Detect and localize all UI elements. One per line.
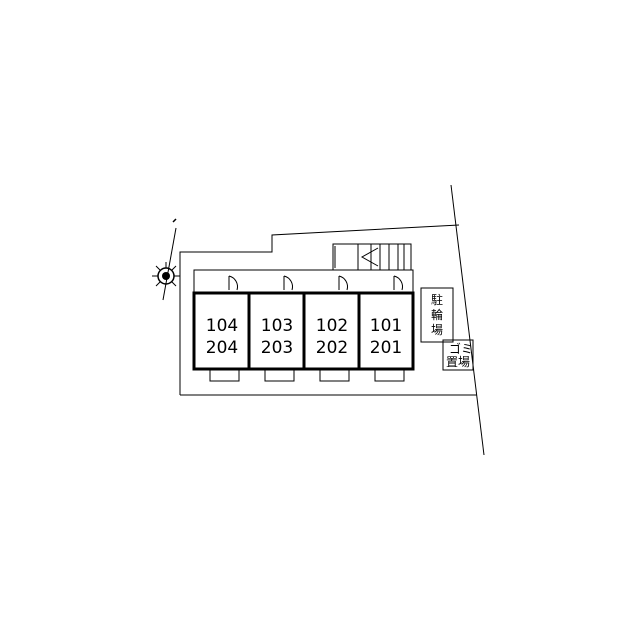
north-arrow-compass-icon — [152, 218, 180, 301]
unit-number-upper: 104 — [206, 316, 238, 336]
road-boundary-line — [450, 184, 485, 456]
unit-104-204: 104 204 — [192, 275, 251, 382]
unit-number-upper: 103 — [261, 316, 293, 336]
unit-number-upper: 102 — [316, 316, 348, 336]
bicycle-parking-label-2: 輪 — [431, 307, 443, 322]
building-outline — [193, 269, 414, 293]
balcony — [209, 368, 240, 382]
garbage-area-box — [442, 339, 474, 371]
balcony — [319, 368, 350, 382]
balcony — [264, 368, 295, 382]
bicycle-parking-box — [420, 287, 454, 343]
garbage-area: ゴミ 置場 — [442, 339, 474, 371]
door-icon — [393, 275, 403, 291]
door-icon — [283, 275, 293, 291]
property-boundary — [179, 184, 485, 456]
unit-103-203: 103 203 — [247, 275, 306, 382]
unit-number-lower: 201 — [370, 338, 402, 358]
bicycle-parking-label-3: 場 — [431, 323, 443, 337]
unit-number-lower: 203 — [261, 338, 293, 358]
staircase — [332, 243, 412, 271]
unit-number-upper: 101 — [370, 316, 402, 336]
door-icon — [228, 275, 238, 291]
unit-number-lower: 204 — [206, 338, 238, 358]
door-icon — [338, 275, 348, 291]
unit-number-lower: 202 — [316, 338, 348, 358]
balcony — [374, 368, 405, 382]
unit-102-202: 102 202 — [302, 275, 361, 382]
garbage-area-label-1: ゴミ — [449, 341, 473, 356]
bicycle-parking: 駐 輪 場 — [420, 287, 454, 343]
garbage-area-label-2: 置場 — [446, 355, 470, 369]
bicycle-parking-label-1: 駐 — [431, 292, 443, 307]
unit-101-201: 101 201 — [357, 275, 415, 382]
